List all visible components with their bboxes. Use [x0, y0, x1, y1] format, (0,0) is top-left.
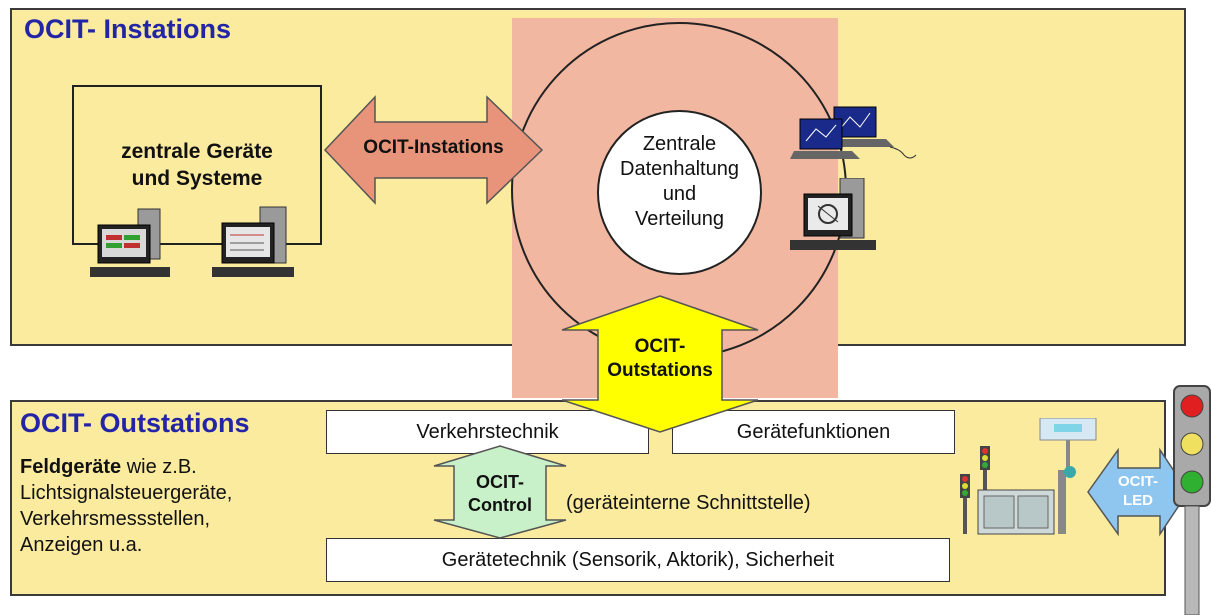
field-devices-line3: Anzeigen u.a. [20, 534, 143, 556]
traffic-light-icon [1173, 385, 1211, 615]
central-storage-line3: und [662, 183, 697, 205]
central-storage-line4: Verteilung [635, 208, 724, 230]
outstations-panel-title: OCIT- Outstations [20, 408, 250, 438]
led-arrow-label: OCIT- LED [1108, 472, 1168, 510]
field-devices-bold: Feldgeräte [20, 456, 122, 478]
field-devices-heading: Feldgeräte wie z.B. [20, 454, 232, 480]
central-systems-label: zentrale Geräte und Systeme [72, 138, 322, 192]
device-functions-box: Gerätefunktionen [672, 410, 955, 454]
field-devices-line2: Verkehrsmessstellen, [20, 508, 211, 530]
traffic-engineering-box: Verkehrstechnik [326, 410, 649, 454]
device-technology-box: Gerätetechnik (Sensorik, Aktorik), Siche… [326, 538, 950, 582]
central-storage-line2: Datenhaltung [620, 158, 739, 180]
field-devices-description: Feldgeräte wie z.B. Lichtsignalsteuerger… [20, 454, 232, 558]
led-arrow-line1: OCIT- [1118, 473, 1158, 490]
outstations-arrow-line1: OCIT- [634, 336, 686, 357]
central-storage-line1: Zentrale [642, 133, 717, 155]
field-devices-line1: Lichtsignalsteuergeräte, [20, 482, 233, 504]
instations-arrow-label: OCIT-Instations [363, 137, 504, 158]
outstations-arrow-line2: Outstations [607, 360, 713, 381]
control-arrow-line2: Control [468, 495, 532, 515]
internal-interface-note: (geräteinterne Schnittstelle) [566, 492, 811, 514]
control-arrow-line1: OCIT- [476, 472, 524, 492]
control-arrow-label: OCIT- Control [454, 471, 546, 517]
led-arrow-line2: LED [1123, 492, 1153, 509]
workstation-right-icon [212, 206, 294, 277]
laptops-icon [790, 106, 917, 159]
central-storage-circle [597, 110, 762, 275]
field-devices-suffix: wie z.B. [121, 456, 197, 478]
instations-panel-title: OCIT- Instations [24, 14, 232, 44]
outstations-arrow-label: OCIT- Outstations [598, 335, 722, 383]
central-systems-line2: und Systeme [131, 167, 263, 190]
desktop-pc-icon [790, 178, 876, 250]
central-storage-label: Zentrale Datenhaltung und Verteilung [597, 132, 762, 232]
workstation-left-icon [90, 208, 170, 277]
central-systems-line1: zentrale Geräte [121, 140, 273, 163]
field-devices-icon [960, 418, 1097, 535]
